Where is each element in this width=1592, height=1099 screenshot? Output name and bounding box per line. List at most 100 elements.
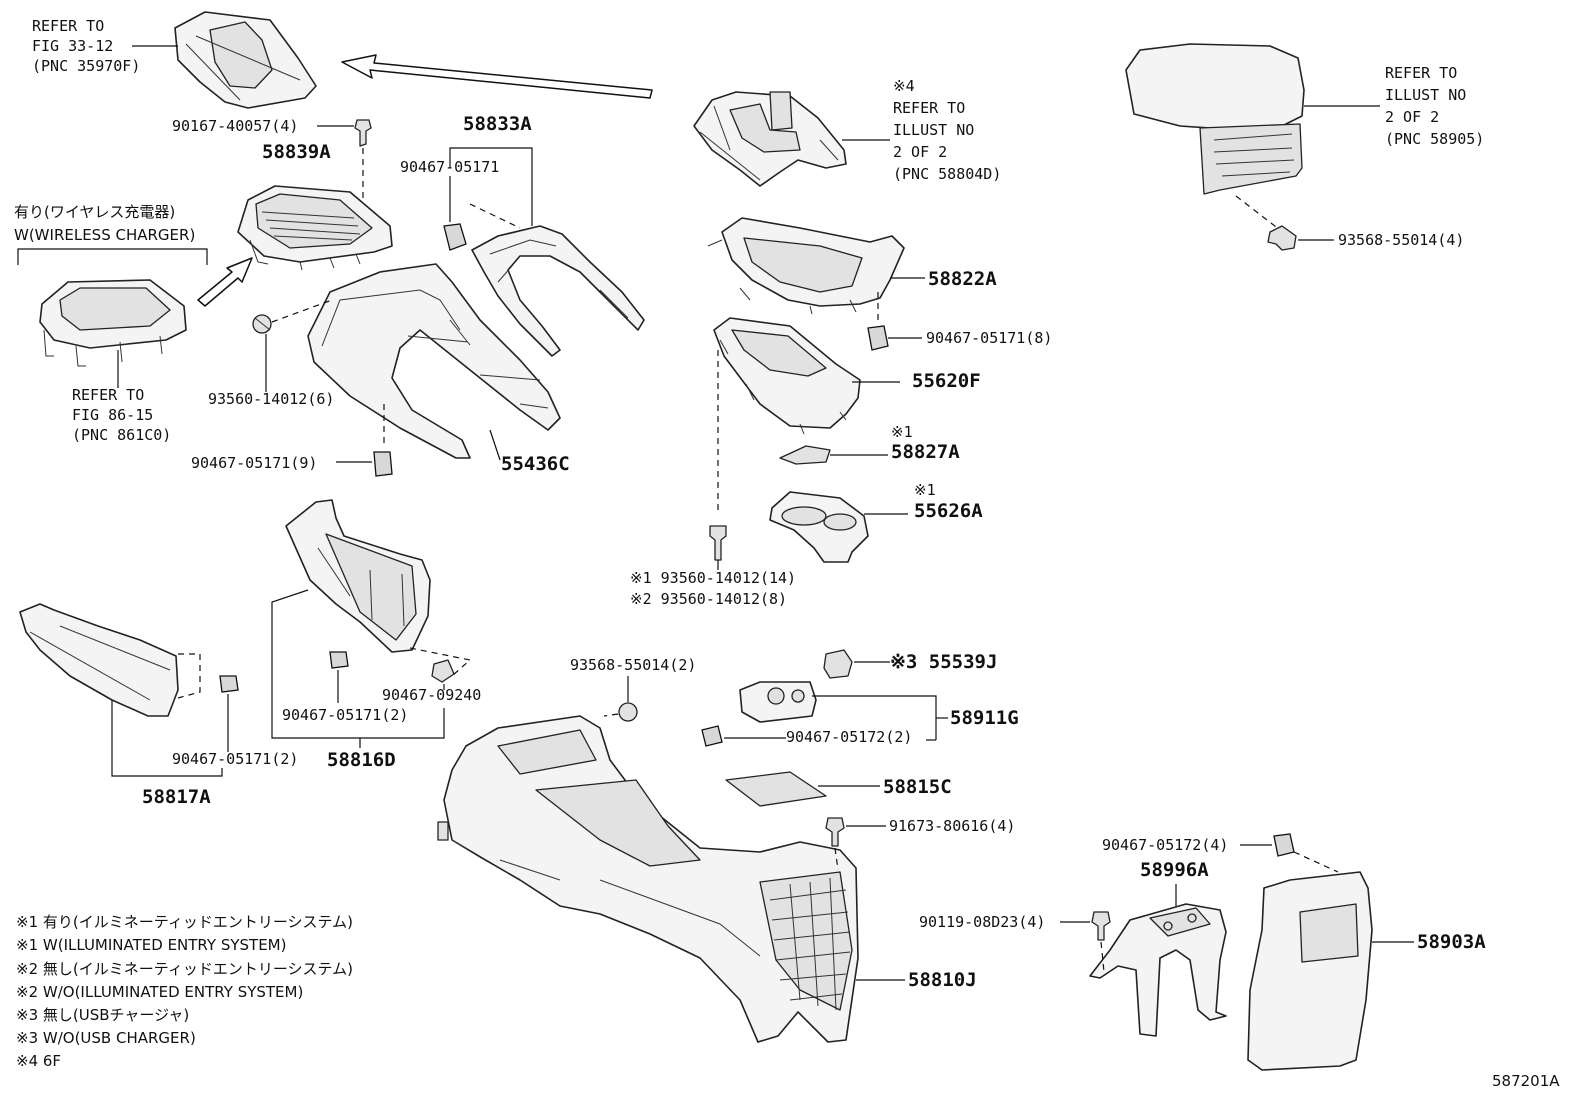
label-93568-55014-2: 93568-55014(2) (570, 656, 696, 674)
cup-holder-55626A-illustration (769, 491, 869, 563)
label-58839A: 58839A (262, 141, 331, 163)
ref-shift-panel: ※4 REFER TO ILLUST NO 2 OF 2 (PNC 58804D… (893, 77, 1001, 183)
label-58815C: 58815C (883, 776, 952, 798)
label-58822A: 58822A (928, 268, 997, 290)
ref-wireless: REFER TO FIG 86-15 (PNC 861C0) (72, 386, 171, 444)
console-58810J-illustration (437, 715, 859, 1043)
shift-panel-illustration (693, 91, 847, 187)
bracket-58996A-illustration (1089, 903, 1227, 1037)
screw-93560-14012 (709, 525, 727, 561)
footnotes: ※1 有り(イルミネーティッドエントリーシステム) ※1 W(ILLUMINAT… (16, 913, 353, 1070)
label-58903A: 58903A (1417, 931, 1486, 953)
svg-text:(PNC 861C0): (PNC 861C0) (72, 426, 171, 444)
wireless-header: 有り(ワイヤレス充電器) W(WIRELESS CHARGER) (14, 203, 195, 244)
panel-58817A-illustration (19, 603, 179, 717)
svg-text:REFER TO: REFER TO (1385, 64, 1457, 82)
mark-58827A: ※1 (891, 423, 913, 441)
svg-text:REFER TO: REFER TO (72, 386, 144, 404)
note-3: ※2 無し(イルミネーティッドエントリーシステム) (16, 960, 353, 978)
svg-text:FIG 33-12: FIG 33-12 (32, 37, 113, 55)
panel-55436C-illustration (307, 263, 561, 459)
svg-text:※4: ※4 (893, 77, 915, 95)
armrest-illustration (1125, 43, 1305, 195)
label-90467-05171: 90467-05171 (400, 158, 499, 176)
garnish-58833A-illustration (471, 225, 645, 357)
label-58996A: 58996A (1140, 859, 1209, 881)
label-93560-14012-14: ※1 93560-14012(14) (630, 569, 796, 587)
assembly-direction-arrow (341, 54, 653, 99)
label-90167-40057: 90167-40057(4) (172, 117, 298, 135)
mark-55626A: ※1 (914, 481, 936, 499)
svg-text:REFER TO: REFER TO (32, 17, 104, 35)
label-90467-05172-2: 90467-05172(2) (786, 728, 912, 746)
wireless-arrow (197, 257, 253, 307)
panel-58911G-illustration (739, 681, 817, 723)
label-58810J: 58810J (908, 969, 977, 991)
label-93560-14012-8: ※2 93560-14012(8) (630, 590, 787, 608)
wireless-charger-illustration (39, 279, 187, 367)
label-91673-80616: 91673-80616(4) (889, 817, 1015, 835)
label-58817A: 58817A (142, 786, 211, 808)
clip-90467-05171-2a (329, 651, 349, 669)
screw-91673-80616 (825, 817, 845, 847)
svg-text:ILLUST NO: ILLUST NO (1385, 86, 1466, 104)
screw-90167-40057 (354, 119, 372, 147)
note-5: ※3 無し(USBチャージャ) (16, 1006, 189, 1024)
screw-93568-55014-2 (618, 702, 638, 722)
label-55539J: ※3 55539J (890, 651, 997, 673)
screw-93560-14012-6 (252, 314, 272, 334)
clip-90467-05171-9 (373, 451, 393, 477)
note-2: ※1 W(ILLUMINATED ENTRY SYSTEM) (16, 936, 286, 954)
label-93568-55014-4: 93568-55014(4) (1338, 231, 1464, 249)
note-4: ※2 W/O(ILLUMINATED ENTRY SYSTEM) (16, 983, 303, 1001)
part-55539J-illustration (823, 649, 853, 679)
label-58816D: 58816D (327, 749, 396, 771)
label-90467-05171-9: 90467-05171(9) (191, 454, 317, 472)
svg-text:FIG 86-15: FIG 86-15 (72, 406, 153, 424)
svg-text:(PNC 35970F): (PNC 35970F) (32, 57, 140, 75)
svg-text:W(WIRELESS CHARGER): W(WIRELESS CHARGER) (14, 226, 195, 244)
ref-shift-boot: REFER TO FIG 33-12 (PNC 35970F) (32, 17, 140, 75)
clip-90467-09240 (431, 659, 455, 683)
panel-58816D-illustration (285, 499, 431, 653)
svg-text:ILLUST NO: ILLUST NO (893, 121, 974, 139)
svg-text:(PNC 58804D): (PNC 58804D) (893, 165, 1001, 183)
note-6: ※3 W/O(USB CHARGER) (16, 1029, 196, 1047)
label-90467-09240: 90467-09240 (382, 686, 481, 704)
svg-text:有り(ワイヤレス充電器): 有り(ワイヤレス充電器) (14, 203, 175, 221)
label-90467-05172-4: 90467-05172(4) (1102, 836, 1228, 854)
svg-text:2 OF 2: 2 OF 2 (1385, 108, 1439, 126)
svg-text:2 OF 2: 2 OF 2 (893, 143, 947, 161)
ref-armrest: REFER TO ILLUST NO 2 OF 2 (PNC 58905) (1385, 64, 1484, 148)
label-55620F: 55620F (912, 370, 981, 392)
clip-90467-05171-2b (219, 675, 239, 693)
label-55436C: 55436C (501, 453, 570, 475)
clip-90467-05172-4 (1273, 833, 1295, 857)
mat-58815C-illustration (725, 771, 827, 807)
tray-58839A-illustration (237, 185, 393, 271)
screw-90119-08D23 (1091, 911, 1111, 941)
label-90119-08D23: 90119-08D23(4) (919, 913, 1045, 931)
bracket-58822A-illustration (707, 217, 905, 315)
label-90467-05171-8: 90467-05171(8) (926, 329, 1052, 347)
cover-58903A-illustration (1247, 871, 1373, 1071)
svg-text:(PNC 58905): (PNC 58905) (1385, 130, 1484, 148)
note-1: ※1 有り(イルミネーティッドエントリーシステム) (16, 913, 353, 931)
illustration-id: 587201A (1492, 1072, 1560, 1090)
clip-90467-05171-8 (867, 325, 889, 351)
part-58827A-illustration (779, 445, 831, 465)
label-58911G: 58911G (950, 707, 1019, 729)
label-93560-14012-6: 93560-14012(6) (208, 390, 334, 408)
label-55626A: 55626A (914, 500, 983, 522)
box-55620F-illustration (713, 317, 861, 435)
svg-text:REFER TO: REFER TO (893, 99, 965, 117)
clip-90467-05171 (443, 223, 467, 251)
label-58827A: 58827A (891, 441, 960, 463)
label-90467-05171-2a: 90467-05171(2) (282, 706, 408, 724)
note-7: ※4 6F (16, 1052, 61, 1070)
shift-boot-illustration (174, 11, 317, 109)
screw-93568-55014-4 (1267, 225, 1297, 251)
label-58833A: 58833A (463, 113, 532, 135)
clip-90467-05172-2 (701, 725, 723, 747)
